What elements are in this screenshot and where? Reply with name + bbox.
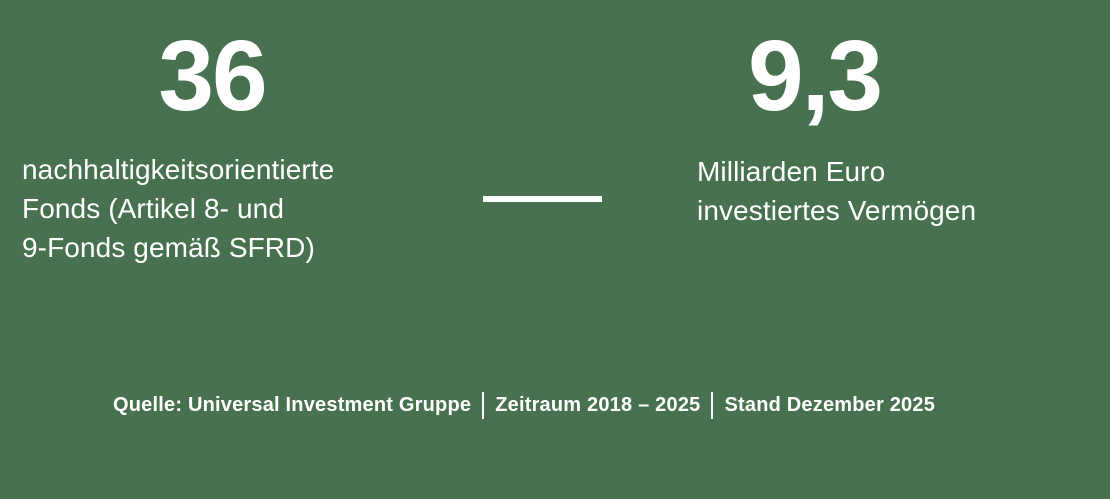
stat-funds-label-line-2: Fonds (Artikel 8- und bbox=[22, 193, 284, 224]
separator-bar bbox=[482, 392, 485, 419]
stat-funds-value: 36 bbox=[158, 20, 267, 132]
stat-assets-value: 9,3 bbox=[748, 20, 883, 132]
stat-assets-label: Milliarden Euro investiertes Vermögen bbox=[697, 152, 976, 230]
separator-bar bbox=[711, 392, 714, 419]
stat-funds-label-line-3: 9-Fonds gemäß SFRD) bbox=[22, 232, 315, 263]
source-line: Quelle: Universal Investment Gruppe Zeit… bbox=[113, 392, 935, 419]
divider-line bbox=[483, 196, 602, 202]
source-segment-quelle: Quelle: Universal Investment Gruppe bbox=[113, 394, 472, 416]
stat-funds-label: nachhaltigkeitsorientierte Fonds (Artike… bbox=[22, 150, 334, 267]
stat-assets-label-line-2: investiertes Vermögen bbox=[697, 195, 977, 226]
stat-assets-label-line-1: Milliarden Euro bbox=[697, 156, 886, 187]
stat-funds-label-line-1: nachhaltigkeitsorientierte bbox=[22, 154, 335, 185]
source-segment-zeitraum: Zeitraum 2018 – 2025 bbox=[495, 394, 701, 416]
source-segment-stand: Stand Dezember 2025 bbox=[724, 394, 936, 416]
